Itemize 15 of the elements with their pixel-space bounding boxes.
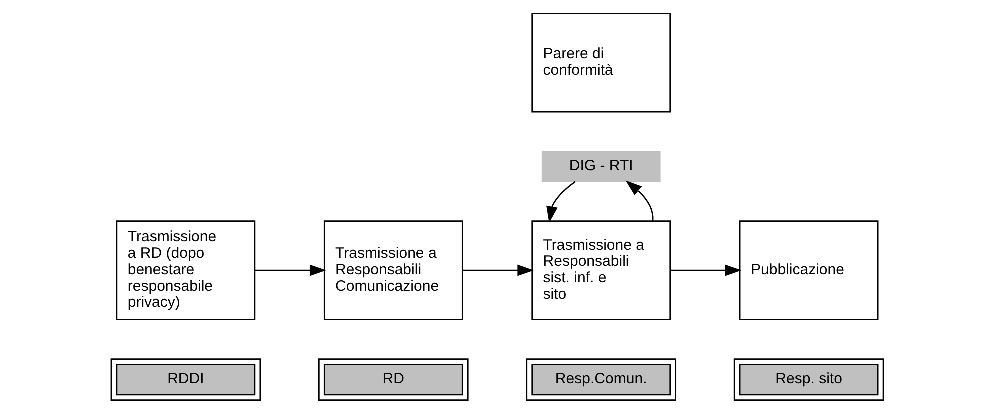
- node-box: DIG - RTI: [541, 150, 660, 182]
- arrow: [462, 264, 534, 276]
- arrow: [625, 180, 654, 222]
- node-box: Trasmissione a Responsabili sist. inf. e sito: [531, 220, 671, 320]
- node-box: Parere di conformità: [531, 12, 671, 113]
- node-box: RD: [318, 358, 468, 402]
- node-box: Resp. sito: [733, 358, 884, 402]
- node-box: Resp.Comun.: [526, 358, 676, 402]
- arrow: [254, 264, 326, 276]
- node-box: Pubblicazione: [738, 220, 878, 320]
- node-box: RDDI: [110, 358, 261, 402]
- arrow: [546, 181, 576, 224]
- node-box: Trasmissione a RD (dopo benestare responsabile privacy): [116, 220, 256, 320]
- arrow: [670, 264, 742, 276]
- node-box: Trasmissione a Responsabili Comunicazione: [323, 220, 463, 320]
